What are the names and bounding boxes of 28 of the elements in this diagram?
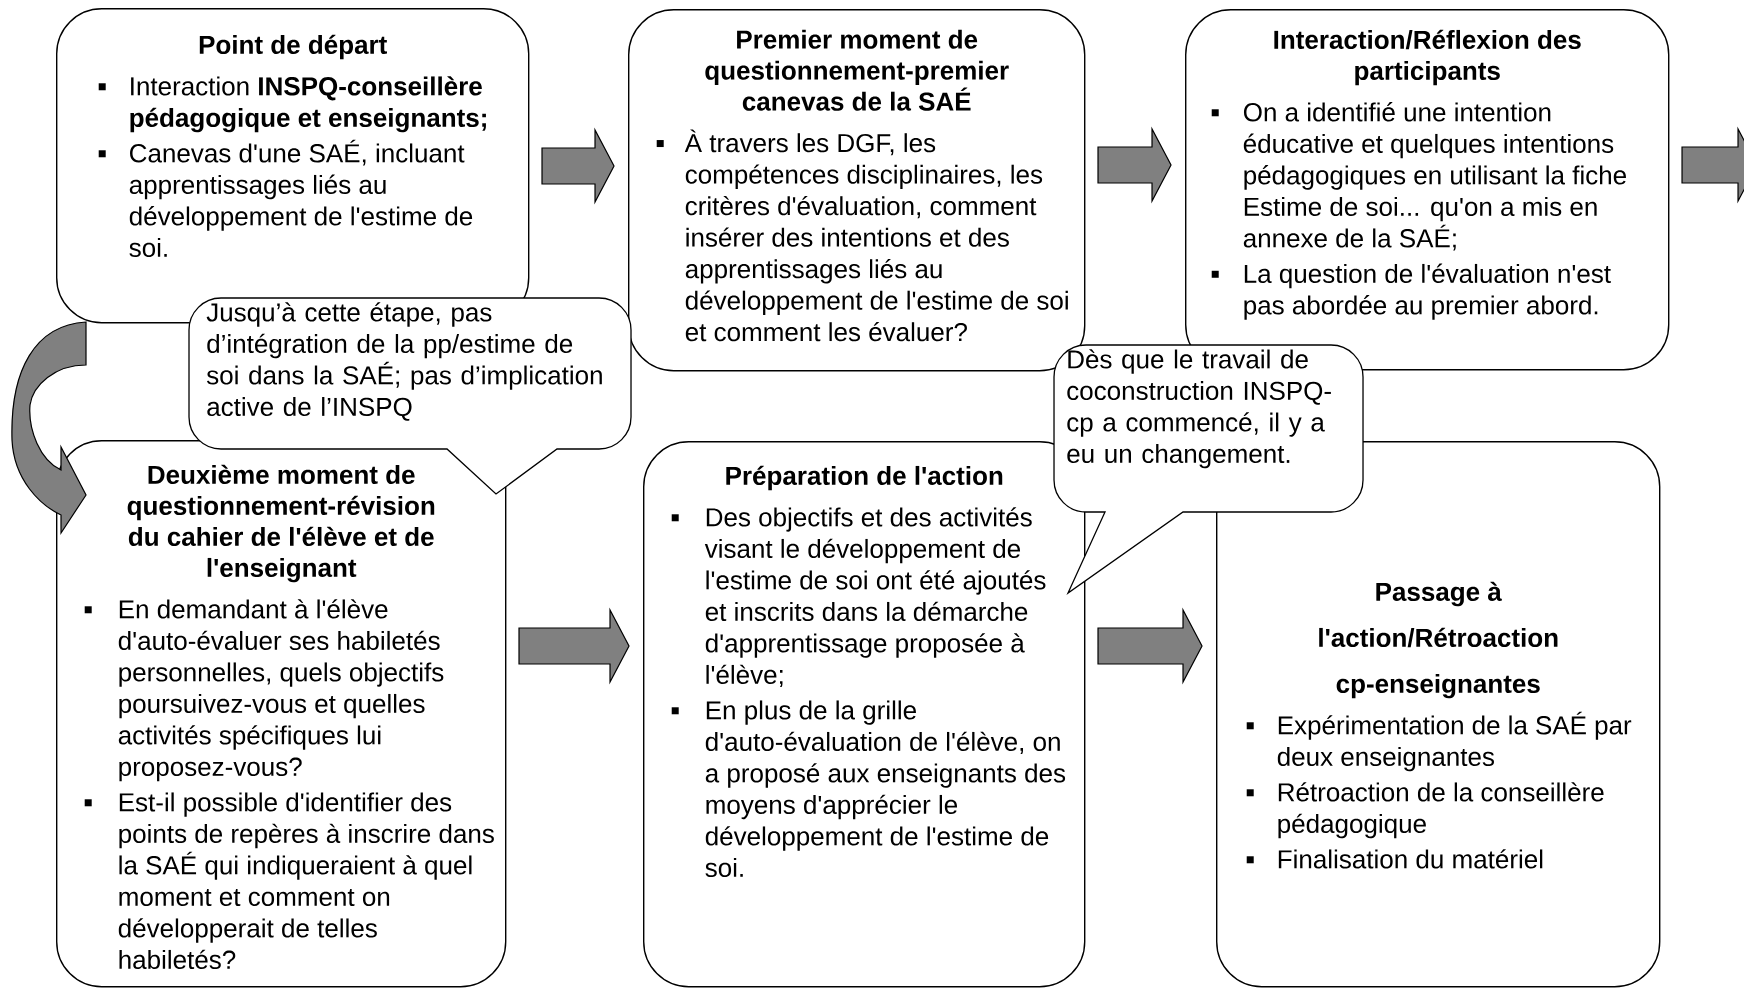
callout-text: Dès que le travail de coconstruction INSPQ-cp a commencé, il y a eu un changement. [1067, 349, 1331, 469]
bullet-text: En plus de la grille d'auto-évaluation de l'élève, on a proposé aux enseignants des moyens d'apprécier le développement de l'estime de soi. [705, 700, 1066, 878]
rounded-box [56, 440, 507, 988]
bullet-text: À travers les DGF, les compétences disciplinaires, les critères d'évaluation, comment insérer des intentions et des apprentissages liés au développement de l'estime de soi et comment les évaluer? [684, 129, 1068, 342]
bullet-text: Rétroaction de la conseillère pédagogique [1278, 782, 1604, 839]
bullet-text: Expérimentation de la SAÉ par deux enseignantes [1277, 711, 1632, 772]
block-arrow [541, 127, 615, 205]
block-arrow [1097, 607, 1203, 685]
bullet-text: Interaction INSPQ-conseillère pédagogique et enseignants; [130, 76, 486, 133]
block-arrow [1097, 126, 1172, 204]
bullet-text: On a identifié une intention éducative et quelques intentions pédagogiques en utilisant la fiche Estime de soi... qu'on a mis en annexe de la SAÉ; [1243, 102, 1626, 251]
bullet-text: En demandant à l'élève d'auto-évaluer ses habiletés personnelles, quels objectifs poursuivez-vous et quelles activités spécifiques lui proposez-vous? [118, 599, 444, 782]
bullet-text: Canevas d'une SAÉ, incluant apprentissages liés au développement de l'estime de soi. [129, 139, 473, 257]
curved-arrow [11, 321, 87, 534]
box-title: Interaction/Réflexion des participants [1274, 29, 1581, 86]
block-arrow [518, 607, 630, 685]
callout-text: Jusqu’à cette étape, pas d’intégration de la pp/estime de soi dans la SAÉ; pas d’implication active de l’INSPQ [206, 302, 602, 421]
box-title: Point de départ [199, 34, 387, 60]
box-title: Premier moment de questionnement-premier canevas de la SAÉ [705, 29, 1009, 111]
bullet-text: Des objectifs et des activités visant le développement de l'estime de soi ont été ajoutés et inscrits dans la démarche d'apprentissage proposée à l'élève; [704, 507, 1046, 688]
box-title: Passage à l'action/Rétroaction cp-enseignantes [1319, 581, 1558, 699]
bullet-text: Est-il possible d'identifier des points de repères à inscrire dans la SAÉ qui indiqueraient à quel moment et comment on développerait de telles habiletés? [118, 792, 494, 970]
block-arrow [1681, 126, 1744, 204]
box-title: Préparation de l'action [726, 465, 1003, 491]
box-title: Deuxième moment de questionnement-révision du cahier de l'élève et de l'enseignant [127, 464, 435, 583]
speech-bubble [1053, 344, 1364, 594]
bullet-text: La question de l'évaluation n'est pas abordée au premier abord. [1244, 263, 1611, 320]
bullet-text: Finalisation du matériel [1278, 849, 1543, 869]
